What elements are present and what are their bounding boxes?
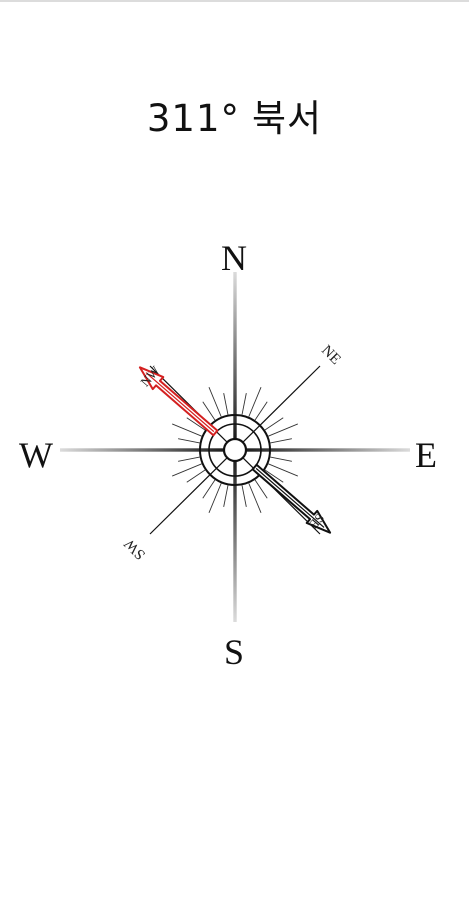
- compass-ray: [248, 483, 262, 513]
- compass-ray: [254, 401, 268, 421]
- compass-ray: [270, 456, 292, 462]
- heading-direction: 북서: [252, 97, 323, 140]
- compass-ray: [223, 485, 229, 507]
- label-sw: SW: [121, 535, 149, 563]
- compass-ray: [270, 438, 292, 444]
- label-ne: NE: [318, 342, 343, 367]
- compass-ray: [241, 485, 247, 507]
- inner-ring: [208, 423, 262, 477]
- compass-ray: [202, 479, 216, 499]
- compass-ray: [202, 401, 216, 421]
- center-pivot: [222, 437, 248, 463]
- compass-ray: [186, 417, 206, 431]
- top-divider: [0, 0, 469, 2]
- compass-ray: [172, 463, 202, 477]
- compass-ray: [178, 456, 200, 462]
- compass-ray: [223, 393, 229, 415]
- compass-needle: NW SE: [137, 363, 332, 534]
- label-n: N: [221, 238, 247, 278]
- compass-ray: [268, 463, 298, 477]
- south-needle: [251, 463, 332, 534]
- heading-readout: 311° 북서: [0, 88, 469, 142]
- label-w: W: [19, 435, 53, 475]
- compass-ray: [248, 387, 262, 417]
- compass-ray: [241, 393, 247, 415]
- compass-ray: [254, 479, 268, 499]
- heading-degrees: 311°: [146, 97, 241, 140]
- compass-ray: [178, 438, 200, 444]
- compass-ray: [264, 417, 284, 431]
- compass-ray: [264, 469, 284, 483]
- compass-ray: [208, 387, 222, 417]
- compass-ray: [172, 423, 202, 437]
- compass-ray: [186, 469, 206, 483]
- label-e: E: [415, 435, 437, 475]
- north-needle: [138, 366, 219, 437]
- compass-ray: [268, 423, 298, 437]
- outer-ring: [199, 414, 271, 486]
- label-s: S: [224, 632, 244, 672]
- compass-ray: [208, 483, 222, 513]
- compass-rays: [172, 387, 298, 513]
